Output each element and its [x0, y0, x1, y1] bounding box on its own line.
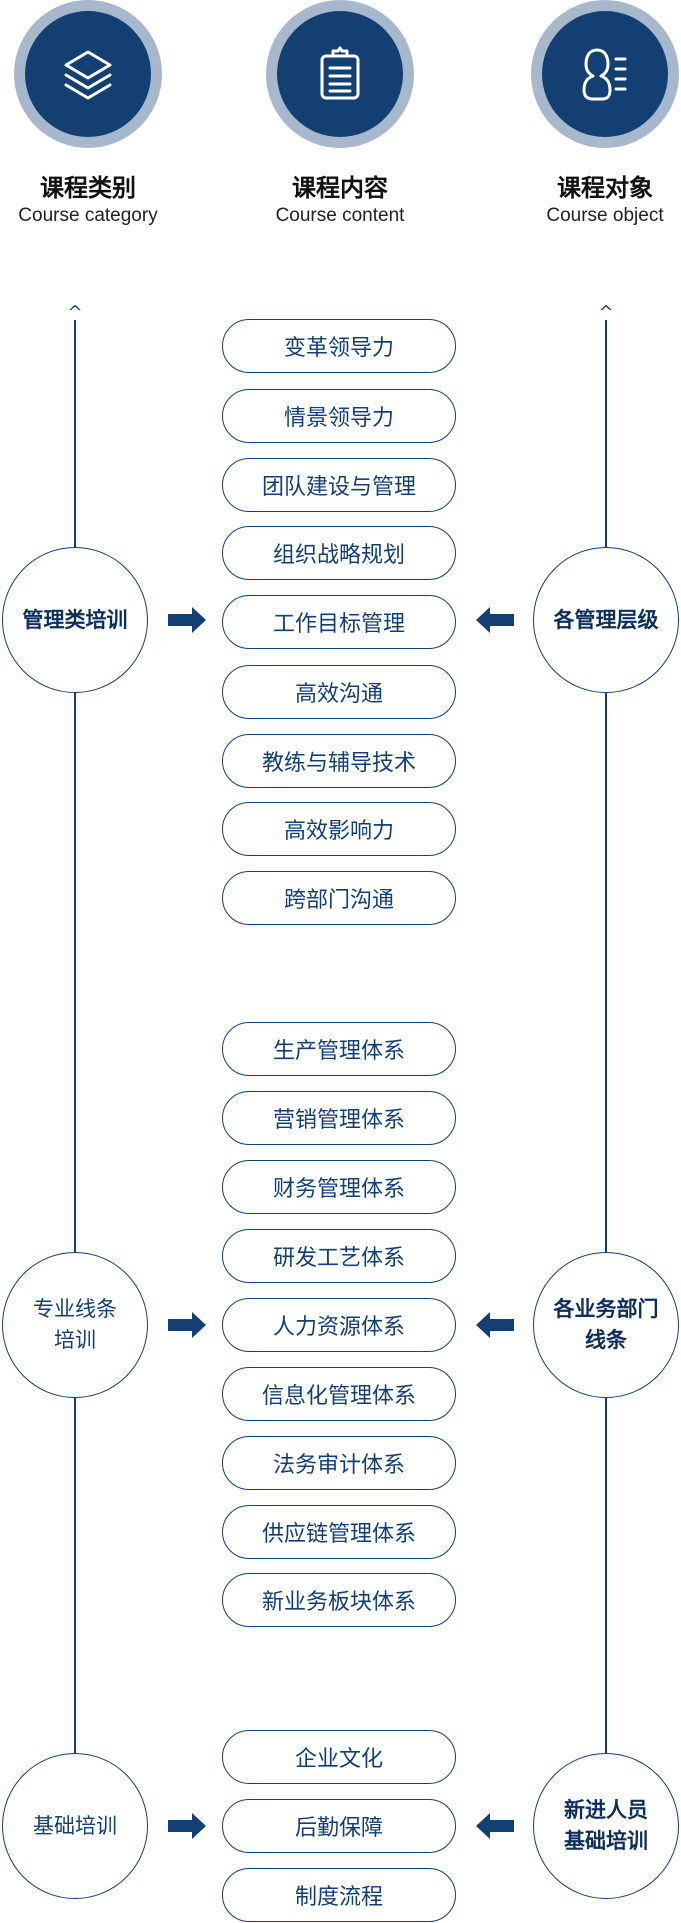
node-label: 专业线条培训: [33, 1297, 117, 1352]
node-label: 各管理层级: [553, 607, 659, 632]
course-pill: 组织战略规划: [222, 526, 456, 580]
arrow-right-icon: [168, 1813, 206, 1839]
course-pill: 企业文化: [222, 1730, 456, 1784]
column-title-content: 课程内容: [292, 174, 388, 202]
up-caret-icon: ^: [67, 302, 83, 323]
node-label: 各业务部门线条: [553, 1297, 659, 1352]
course-pill: 高效影响力: [222, 802, 456, 856]
arrow-right-icon: [168, 1312, 206, 1338]
arrow-left-icon: [476, 1813, 514, 1839]
arrow-left-icon: [476, 607, 514, 633]
course-pill: 工作目标管理: [222, 595, 456, 649]
category-icon-badge: [14, 0, 162, 148]
course-pill: 信息化管理体系: [222, 1367, 456, 1421]
clipboard-icon: [320, 46, 360, 100]
column-subtitle-audience: Course object: [546, 205, 664, 226]
arrow-right-icon: [168, 607, 206, 633]
audience-axis-line: [605, 320, 607, 1820]
course-pill: 研发工艺体系: [222, 1229, 456, 1283]
column-title-audience: 课程对象: [557, 174, 653, 202]
course-pill: 制度流程: [222, 1868, 456, 1922]
column-subtitle-content: Course content: [275, 205, 405, 226]
course-pill: 变革领导力: [222, 319, 456, 373]
course-pill: 高效沟通: [222, 665, 456, 719]
course-pill: 新业务板块体系: [222, 1573, 456, 1627]
category-node-basic: 基础培训: [2, 1753, 148, 1899]
layers-icon: [64, 50, 112, 100]
user-list-icon: [582, 48, 627, 101]
course-pill: 生产管理体系: [222, 1022, 456, 1076]
course-pill: 后勤保障: [222, 1799, 456, 1853]
course-pill: 情景领导力: [222, 389, 456, 443]
audience-node-managers: 各管理层级: [533, 547, 679, 693]
column-title-category: 课程类别: [40, 174, 136, 202]
node-label: 管理类培训: [22, 607, 128, 632]
course-pill: 人力资源体系: [222, 1298, 456, 1352]
course-pill: 法务审计体系: [222, 1436, 456, 1490]
node-label: 新进人员基础培训: [564, 1798, 648, 1853]
course-pill: 团队建设与管理: [222, 458, 456, 512]
audience-icon-badge: [531, 0, 679, 148]
arrow-left-icon: [476, 1312, 514, 1338]
audience-node-new-staff: 新进人员基础培训: [533, 1753, 679, 1899]
up-caret-icon: ^: [598, 302, 614, 323]
course-pill: 教练与辅导技术: [222, 734, 456, 788]
course-pill: 供应链管理体系: [222, 1505, 456, 1559]
audience-node-departments: 各业务部门线条: [533, 1252, 679, 1398]
category-axis-line: [74, 320, 76, 1820]
category-node-management: 管理类培训: [2, 547, 148, 693]
course-pill: 营销管理体系: [222, 1091, 456, 1145]
course-pill: 财务管理体系: [222, 1160, 456, 1214]
node-label: 基础培训: [33, 1813, 117, 1838]
course-pill: 跨部门沟通: [222, 871, 456, 925]
content-icon-badge: [266, 0, 414, 148]
column-subtitle-category: Course category: [18, 205, 158, 226]
category-node-professional: 专业线条培训: [2, 1252, 148, 1398]
